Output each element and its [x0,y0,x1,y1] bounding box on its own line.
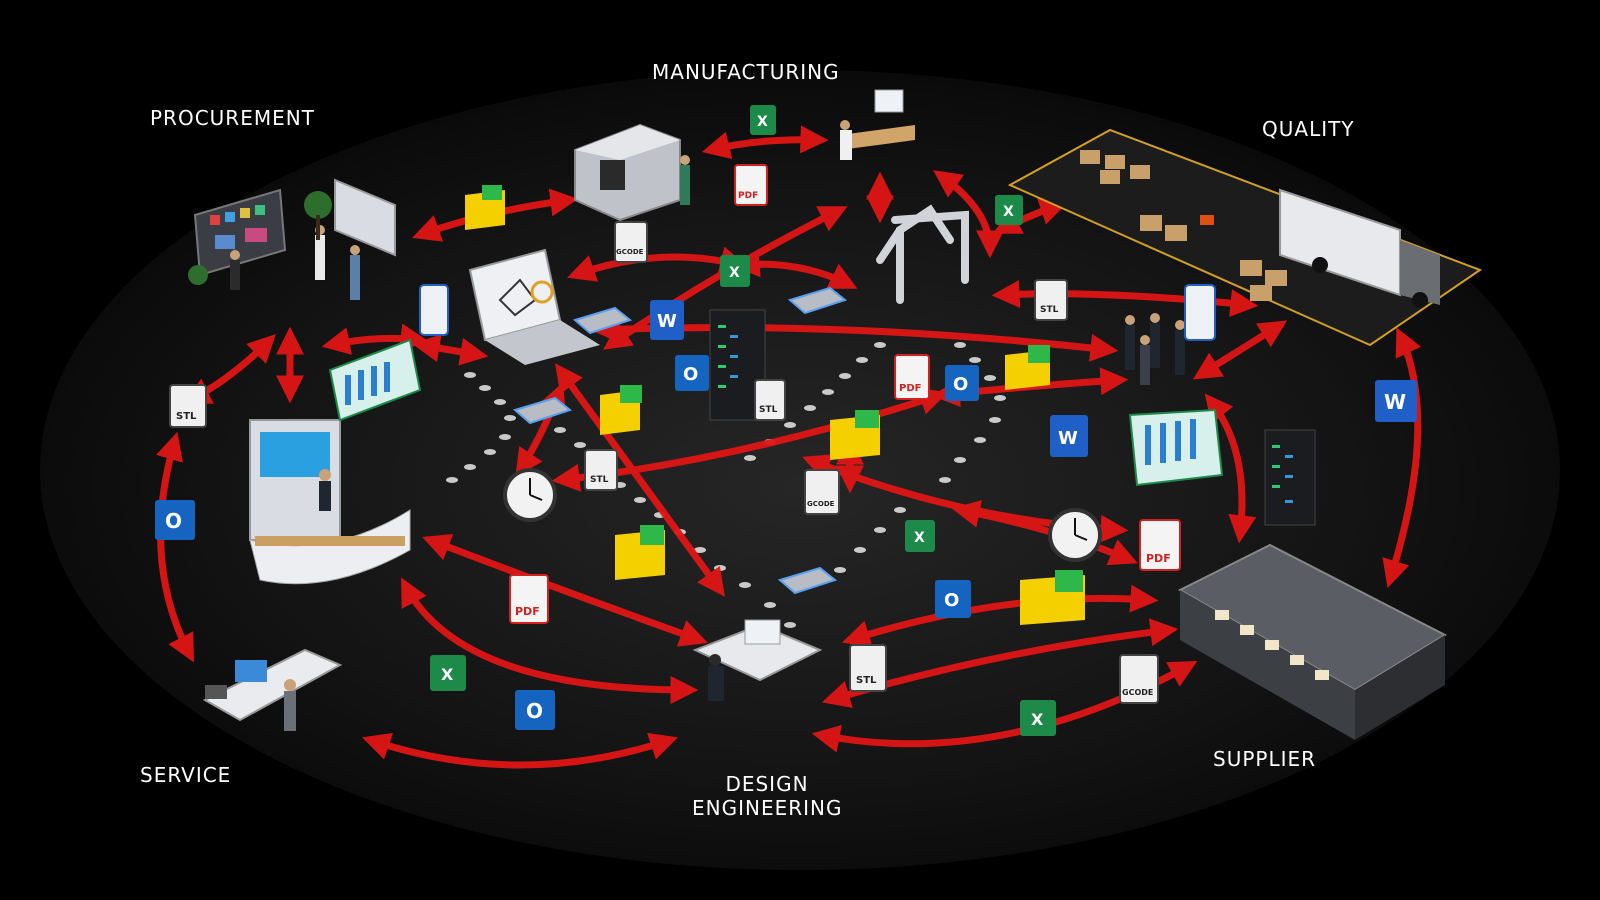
excel-file-icon: X [995,195,1023,225]
pdf-file-label: PDF [899,383,921,394]
spreadsheet-panel [1128,408,1224,487]
server-rack-center [709,309,766,421]
usb-drive-icon [512,286,848,595]
word-file-label: W [657,311,677,332]
outlook-file-icon: O [945,365,979,401]
gcode-file-icon: GCODE [804,469,840,515]
supplier-factory [1177,543,1448,740]
excel-file-label: X [914,530,925,546]
gcode-file-label: GCODE [1122,688,1153,697]
label-design-line2: ENGINEERING [692,796,843,820]
clock-icon [1048,508,1102,562]
laptop-cad [468,248,600,365]
label-manufacturing: MANUFACTURING [652,60,840,84]
outlook-file-icon: O [155,500,195,540]
outlook-file-label: O [165,509,182,533]
excel-file-icon: X [905,520,935,552]
stl-file-label: STL [590,475,609,485]
gcode-file-icon: GCODE [614,221,648,263]
gcode-file-label: GCODE [807,500,835,508]
excel-file-label: X [441,665,454,684]
word-file-label: W [1058,428,1078,449]
pdf-file-label: PDF [738,191,758,201]
cad-block-icon [1020,570,1085,625]
stl-file-label: STL [856,675,877,686]
pdf-file-label: PDF [515,605,540,618]
excel-file-label: X [1031,710,1044,729]
excel-file-label: X [1003,204,1014,220]
cad-block-icon [465,185,505,230]
clock-icon [503,468,557,522]
label-service: SERVICE [140,763,232,787]
outlook-file-label: O [953,374,968,395]
label-supplier: SUPPLIER [1213,747,1317,771]
excel-file-label: X [729,265,740,281]
cad-block-icon [830,410,880,460]
manufacturing-station [574,89,915,222]
tablet-icon [1184,284,1216,341]
cad-block-icon [600,385,642,435]
spreadsheet-panel [328,338,422,422]
stl-file-label: STL [1040,305,1059,315]
tablet-icon [419,284,449,336]
gcode-file-label: GCODE [616,248,644,256]
word-file-icon: W [1375,380,1417,422]
stl-file-icon: STL [849,644,887,692]
quality-warehouse [1007,128,1483,347]
design-desk [692,619,823,701]
outlook-file-label: O [683,364,698,385]
stl-file-icon: STL [169,384,207,428]
label-quality: QUALITY [1262,117,1355,141]
robot-arm [876,204,969,304]
pdf-file-icon: PDF [1139,519,1181,571]
label-design-line1: DESIGN [725,772,809,796]
server-rack-right [1264,429,1316,526]
word-file-icon: W [1050,415,1088,457]
service-kiosk [249,419,411,585]
stl-file-icon: STL [1034,279,1068,321]
word-file-label: W [1384,390,1406,414]
cad-block-icon [1005,345,1050,390]
label-procurement: PROCUREMENT [150,106,315,130]
word-file-icon: W [650,300,684,340]
outlook-file-label: O [944,590,959,611]
excel-file-icon: X [720,255,750,287]
excel-file-label: X [757,114,768,130]
stl-file-label: STL [759,405,778,415]
cad-block-icon [615,525,665,580]
excel-file-icon: X [1020,700,1056,736]
outlook-file-icon: O [935,580,971,618]
meeting-group [1125,313,1185,385]
gcode-file-icon: GCODE [1119,654,1159,704]
stl-file-icon: STL [584,449,618,491]
outlook-file-icon: O [675,355,709,391]
outlook-file-label: O [526,699,543,723]
label-design-engineering: DESIGN ENGINEERING [692,772,842,820]
service-workbench [202,648,343,731]
pdf-file-icon: PDF [734,164,768,206]
procurement-station [188,178,396,300]
outlook-file-icon: O [515,690,555,730]
pdf-file-label: PDF [1146,552,1171,565]
excel-file-icon: X [430,655,466,691]
stl-file-icon: STL [754,379,786,421]
excel-file-icon: X [750,105,776,135]
pdf-file-icon: PDF [509,574,549,624]
stl-file-label: STL [176,411,197,422]
pdf-file-icon: PDF [894,354,930,400]
